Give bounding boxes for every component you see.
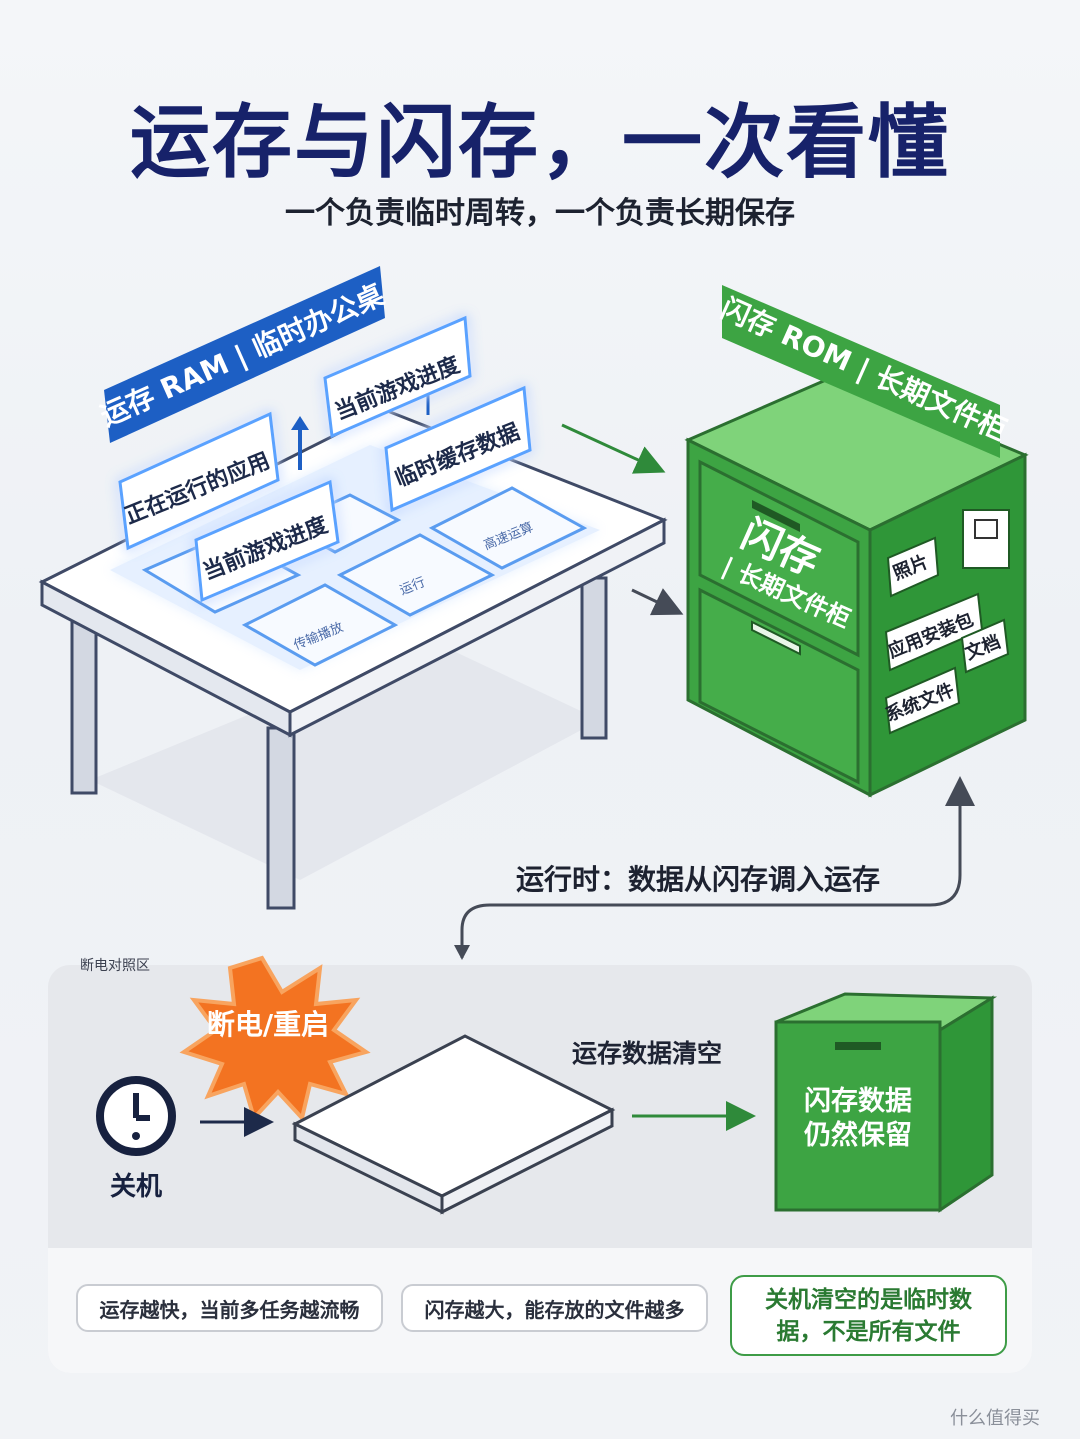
- rom-side-label: [960, 618, 1010, 674]
- summary-pill-rom: 闪存越大，能存放的文件越多: [401, 1284, 708, 1332]
- rom-side-label: [886, 536, 940, 598]
- cleared-board: [291, 1034, 616, 1215]
- ram-card: [118, 411, 280, 551]
- kept-line1: 闪存数据: [804, 1086, 912, 1117]
- summary-pill-shutdown: 关机清空的是临时数据，不是所有文件: [730, 1275, 1007, 1356]
- kept-line2: 仍然保留: [804, 1119, 912, 1151]
- ram-card: [323, 315, 472, 439]
- power-burst-icon: [179, 955, 371, 1123]
- shutdown-label: 关机: [109, 1172, 162, 1202]
- ram-card: [194, 479, 340, 603]
- flow-arrow-icon: [561, 423, 666, 474]
- desk-tile: 运行: [336, 533, 496, 617]
- clock-icon: [96, 1076, 176, 1156]
- rom-side-label: [884, 666, 961, 735]
- power-burst-label: 断电/重启: [207, 1008, 329, 1041]
- flow-arrow-icon: [460, 776, 975, 958]
- small-cabinet: [774, 992, 998, 1213]
- flow-arrow-icon: [631, 588, 684, 616]
- page-title: 运存与闪存，一次看懂: [130, 96, 950, 189]
- desk-tile: 高速运算: [428, 486, 588, 570]
- rom-banner: [722, 285, 1000, 458]
- rom-qr-icon: [962, 509, 1010, 569]
- ram-desk: [38, 408, 668, 910]
- summary-pill-ram: 运存越快，当前多任务越流畅: [76, 1284, 383, 1332]
- desk-tile: 传输播放: [241, 583, 399, 667]
- cleared-label: 运存数据清空: [572, 1039, 723, 1068]
- ram-banner: [104, 266, 385, 443]
- flow-label: 运行时：数据从闪存调入运存: [516, 863, 881, 896]
- power-zone-label: 断电对照区: [80, 958, 150, 974]
- ram-card: [384, 385, 532, 513]
- watermark: 什么值得买: [950, 1408, 1040, 1429]
- page-subtitle: 一个负责临时周转，一个负责长期保存: [285, 196, 795, 231]
